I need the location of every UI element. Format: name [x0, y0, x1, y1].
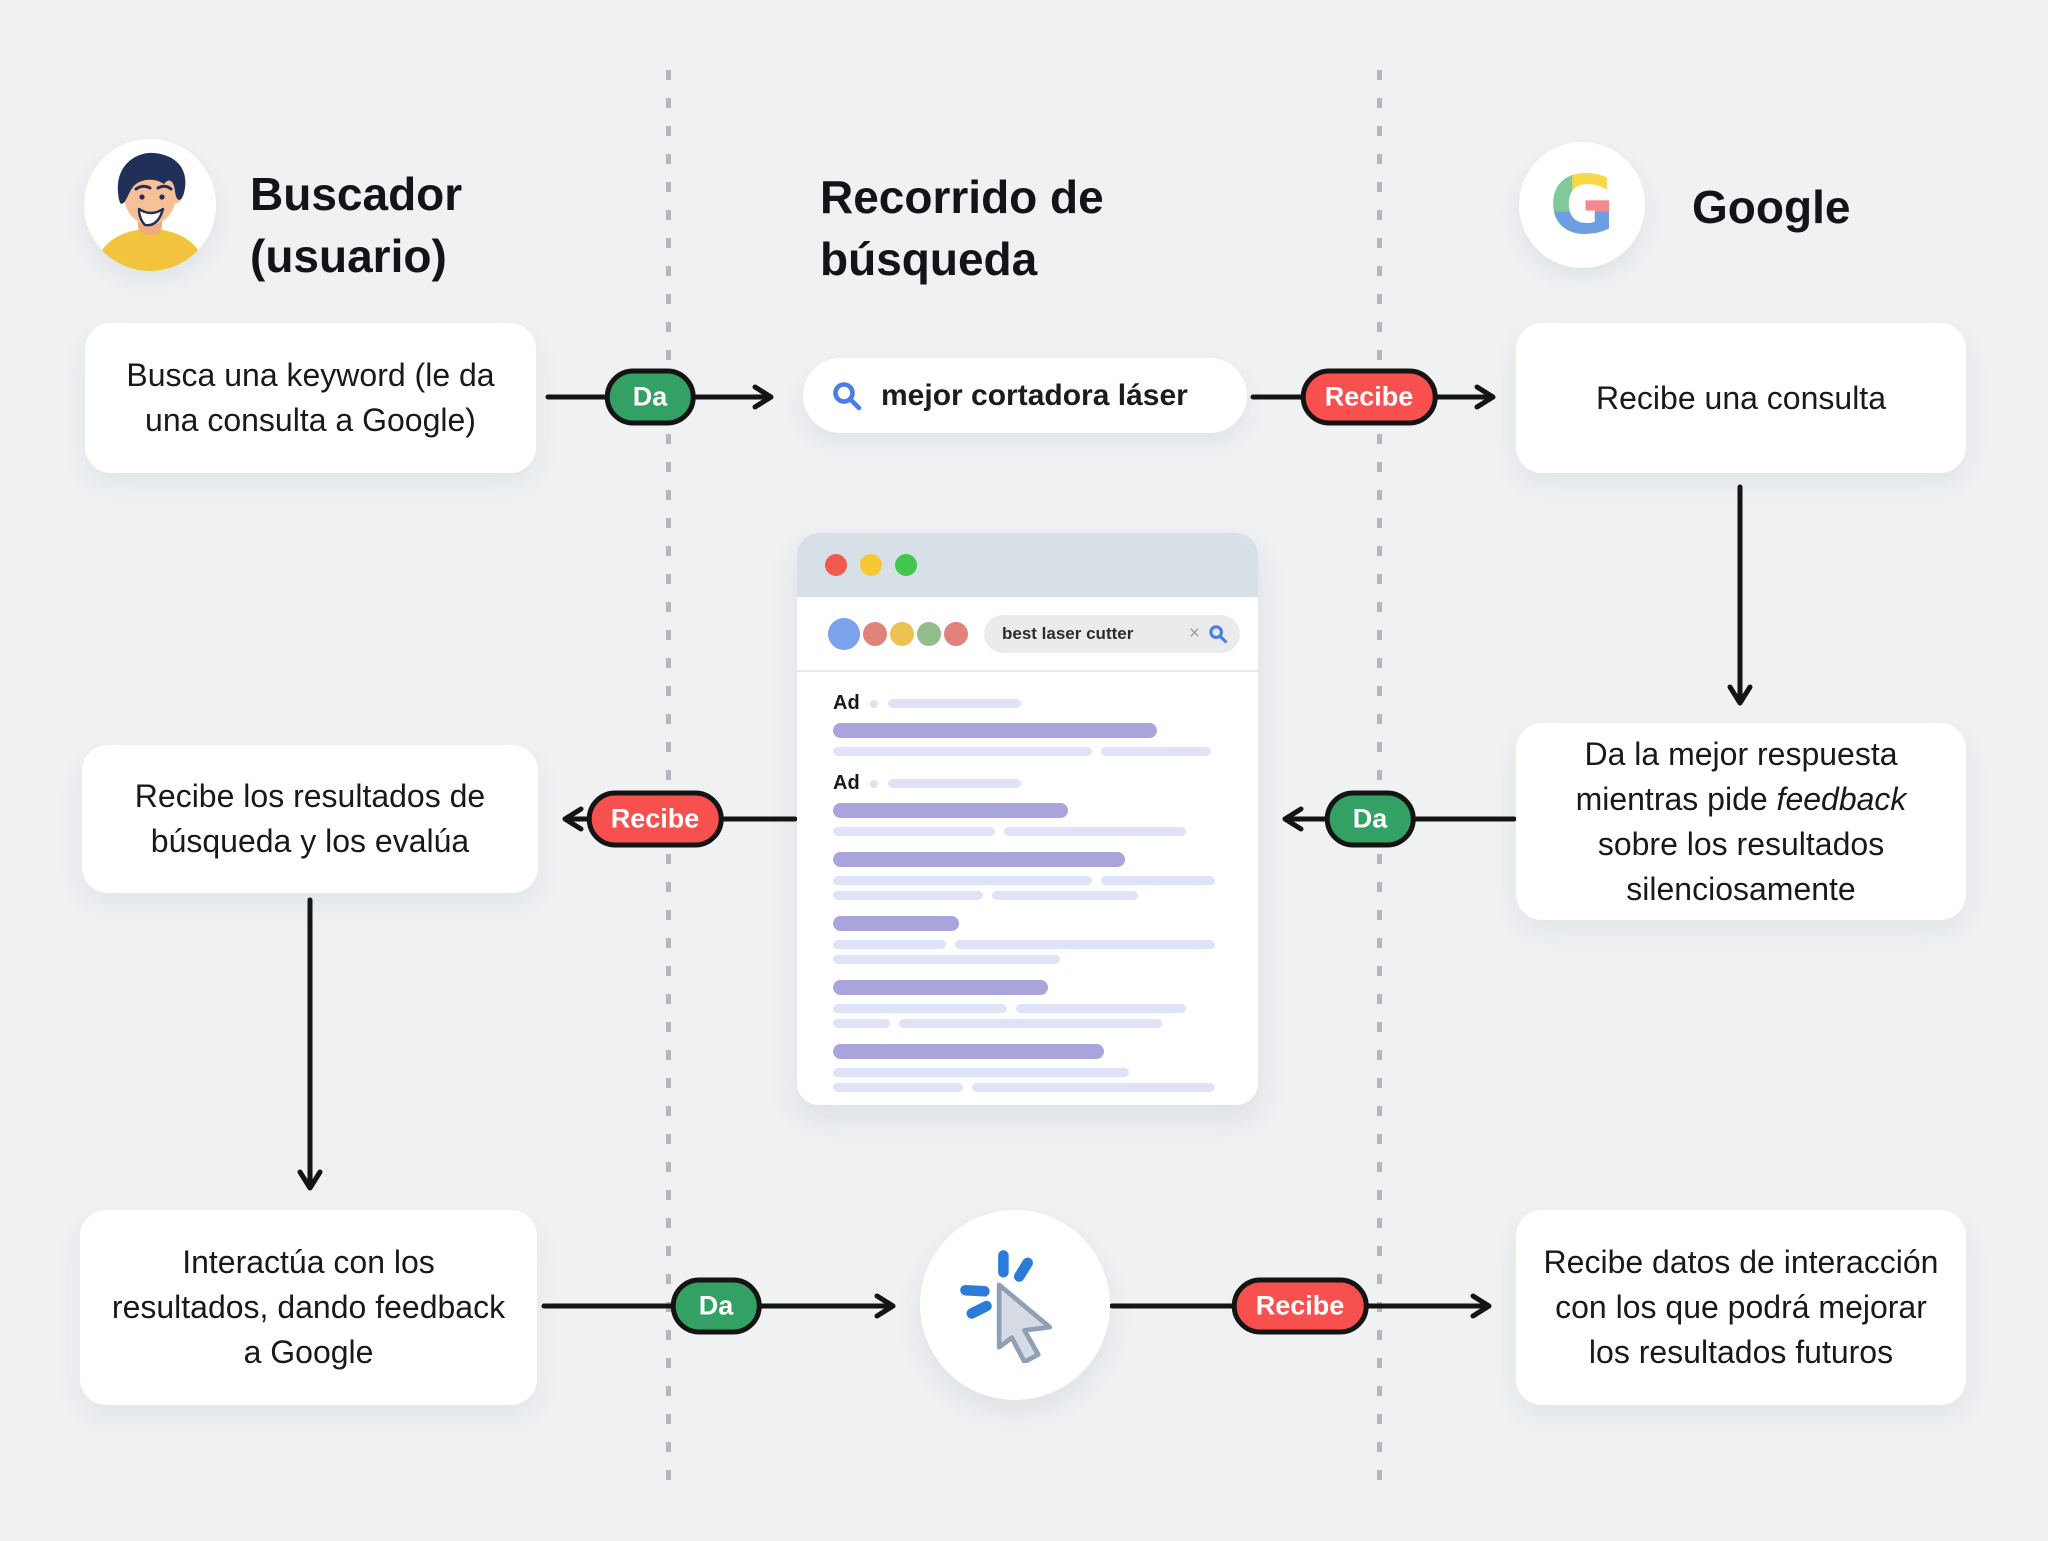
result-title-bar	[833, 916, 959, 931]
result-text-bar	[898, 1019, 1162, 1028]
traffic-light-dot	[825, 554, 847, 576]
browser-logo-dots	[828, 617, 968, 650]
box-google-answer-text: Da la mejor respuesta mientras pide feed…	[1575, 735, 1907, 907]
column-divider-right	[1377, 70, 1382, 1490]
google-g-icon: G	[1543, 166, 1621, 244]
result-text-bar	[833, 955, 1060, 964]
result-text-bar	[833, 876, 1093, 885]
result-text-bar	[1016, 1004, 1187, 1013]
result-text-bar	[1004, 827, 1187, 836]
ad-result: Ad	[833, 772, 1238, 836]
logo-dot	[944, 621, 968, 646]
ad-dot	[869, 699, 878, 708]
browser-search-input[interactable]: best laser cutter ×	[984, 614, 1240, 653]
browser-titlebar	[797, 533, 1258, 597]
clear-icon[interactable]: ×	[1188, 623, 1200, 644]
result-text-bar	[833, 891, 983, 900]
box-google-data: Recibe datos de interacción con los que …	[1516, 1210, 1966, 1405]
click-interaction	[920, 1210, 1110, 1400]
result-text-bar	[1101, 876, 1215, 885]
cursor-click-icon	[960, 1250, 1053, 1363]
result-text-bar	[833, 747, 1093, 756]
google-logo: G	[1519, 142, 1645, 268]
badge-recibe-2: Recibe	[586, 790, 724, 848]
result-title-bar	[833, 852, 1125, 867]
result-text-bar	[833, 1068, 1129, 1077]
badge-da-1: Da	[604, 368, 696, 426]
result-text-bar	[833, 1019, 890, 1028]
result-text-bar	[833, 940, 947, 949]
query-pill[interactable]: mejor cortadora láser	[803, 358, 1247, 433]
organic-result	[833, 852, 1238, 900]
organic-result	[833, 980, 1238, 1028]
result-text-bar	[971, 1083, 1215, 1092]
traffic-lights	[825, 554, 917, 576]
result-title-bar	[833, 803, 1068, 818]
user-avatar-icon	[84, 139, 216, 271]
logo-dot	[890, 621, 914, 646]
query-text: mejor cortadora láser	[881, 378, 1188, 412]
badge-da-3: Da	[670, 1277, 762, 1335]
browser-search-value: best laser cutter	[1002, 623, 1134, 643]
box-google-receive-text: Recibe una consulta	[1596, 379, 1886, 416]
organic-result	[833, 1044, 1238, 1092]
result-text-bar	[833, 1083, 963, 1092]
column-divider-left	[666, 70, 671, 1490]
result-title-bar	[833, 723, 1157, 738]
logo-dot	[863, 621, 887, 646]
box-google-data-text: Recibe datos de interacción con los que …	[1543, 1244, 1939, 1370]
logo-dot	[917, 621, 941, 646]
result-title-bar	[833, 1044, 1105, 1059]
result-text-bar	[833, 827, 995, 836]
badge-recibe-3: Recibe	[1231, 1277, 1369, 1335]
user-avatar	[84, 139, 216, 271]
result-text-bar	[955, 940, 1215, 949]
box-user-interact-text: Interactúa con los resultados, dando fee…	[111, 1244, 506, 1370]
box-user-interact: Interactúa con los resultados, dando fee…	[80, 1210, 537, 1405]
box-user-results: Recibe los resultados de búsqueda y los …	[82, 745, 538, 893]
traffic-light-dot	[895, 554, 917, 576]
ad-dot	[869, 779, 878, 788]
box-user-search-text: Busca una keyword (le da una consulta a …	[126, 357, 495, 438]
ad-result: Ad	[833, 692, 1238, 756]
ad-label: Ad	[833, 772, 860, 794]
badge-recibe-1: Recibe	[1300, 368, 1438, 426]
result-text-bar	[1101, 747, 1211, 756]
badge-da-2: Da	[1324, 790, 1416, 848]
logo-dot	[828, 617, 860, 650]
column-title-user: Buscador (usuario)	[250, 168, 463, 282]
browser-toolbar: best laser cutter ×	[797, 597, 1258, 672]
result-text-bar	[991, 891, 1138, 900]
box-user-results-text: Recibe los resultados de búsqueda y los …	[134, 778, 486, 859]
box-user-search: Busca una keyword (le da una consulta a …	[85, 323, 536, 473]
column-title-google: Google	[1692, 181, 1851, 233]
result-title-bar	[833, 980, 1048, 995]
search-icon[interactable]	[1208, 624, 1228, 644]
result-text-bar	[833, 1004, 1008, 1013]
ad-label: Ad	[833, 692, 860, 714]
organic-result	[833, 916, 1238, 964]
search-icon[interactable]	[831, 380, 863, 412]
box-google-receive: Recibe una consulta	[1516, 323, 1966, 473]
column-title-journey: Recorrido de búsqueda	[820, 171, 1104, 285]
traffic-light-dot	[860, 554, 882, 576]
box-google-answer: Da la mejor respuesta mientras pide feed…	[1516, 723, 1966, 920]
